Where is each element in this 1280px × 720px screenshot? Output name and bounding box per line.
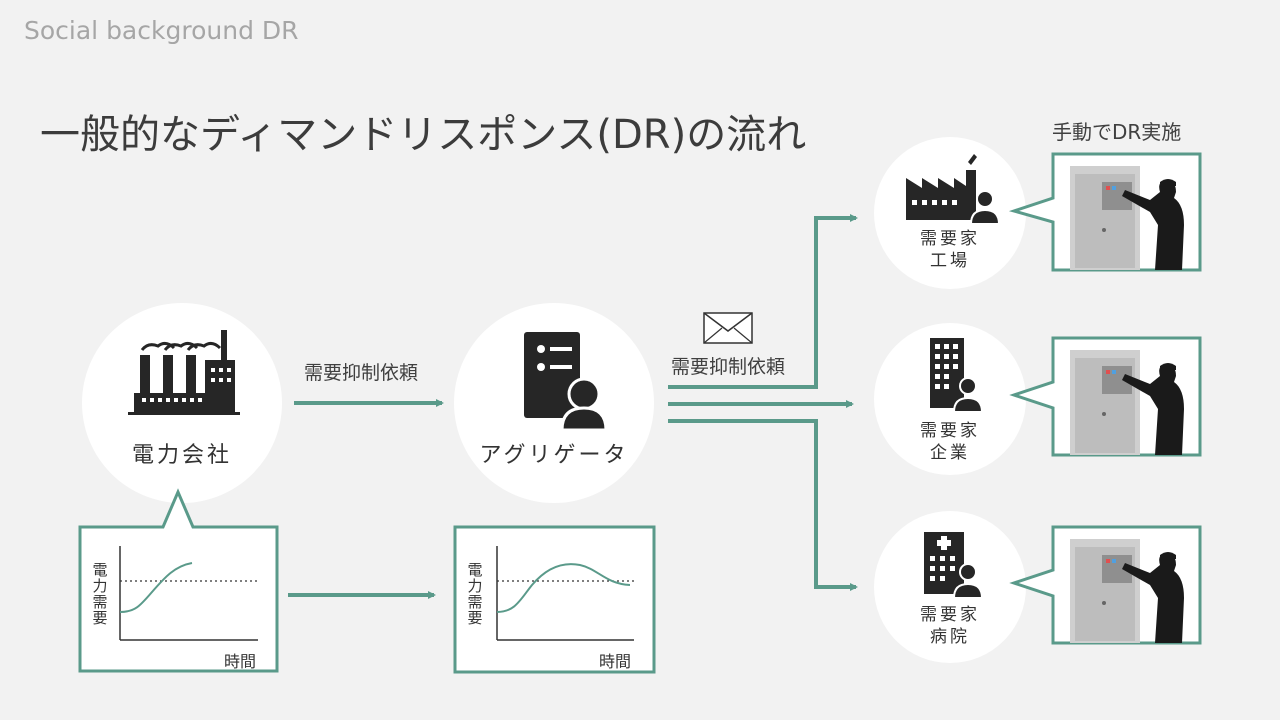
chart1-xlabel: 時間 [224, 652, 257, 671]
factory-icon [906, 154, 1001, 225]
manual-dr-label: 手動でDR実施 [1052, 120, 1182, 144]
arrow-to-factory [668, 214, 858, 389]
worker-panel-illustration-2 [1070, 350, 1184, 455]
worker-panel-illustration-1 [1070, 166, 1184, 270]
chart2-xlabel: 時間 [599, 652, 632, 671]
chart1-ylabel: 電力需要 [92, 561, 108, 627]
demand-chart-after [453, 525, 656, 674]
office-building-icon [930, 338, 984, 413]
hospital-label-line2: 病院 [930, 627, 970, 647]
utility-label: 電力会社 [131, 443, 232, 468]
worker-panel-illustration-3 [1070, 539, 1184, 643]
chart2-ylabel: 電力需要 [467, 561, 483, 627]
hospital-windows [930, 536, 955, 581]
company-label-line1: 需要家 [920, 421, 980, 441]
envelope-icon [703, 312, 753, 344]
page-title: 一般的なディマンドリスポンス(DR)の流れ [40, 112, 807, 158]
header-label: Social background DR [24, 16, 299, 45]
request-label-aggregator: 需要抑制依頼 [671, 356, 786, 378]
factory-windows [912, 200, 957, 205]
hospital-label-line1: 需要家 [920, 605, 980, 625]
power-plant-windows [142, 368, 231, 402]
arrow-to-hospital [668, 419, 858, 591]
server-person-icon [524, 332, 608, 432]
aggregator-label: アグリゲータ [479, 443, 629, 468]
request-label-utility: 需要抑制依頼 [304, 362, 419, 384]
office-windows [935, 344, 958, 389]
company-label-line2: 企業 [930, 443, 970, 463]
factory-label-line2: 工場 [930, 251, 970, 271]
hospital-icon [924, 532, 984, 599]
factory-label-line1: 需要家 [920, 229, 980, 249]
demand-chart-before [78, 488, 279, 673]
